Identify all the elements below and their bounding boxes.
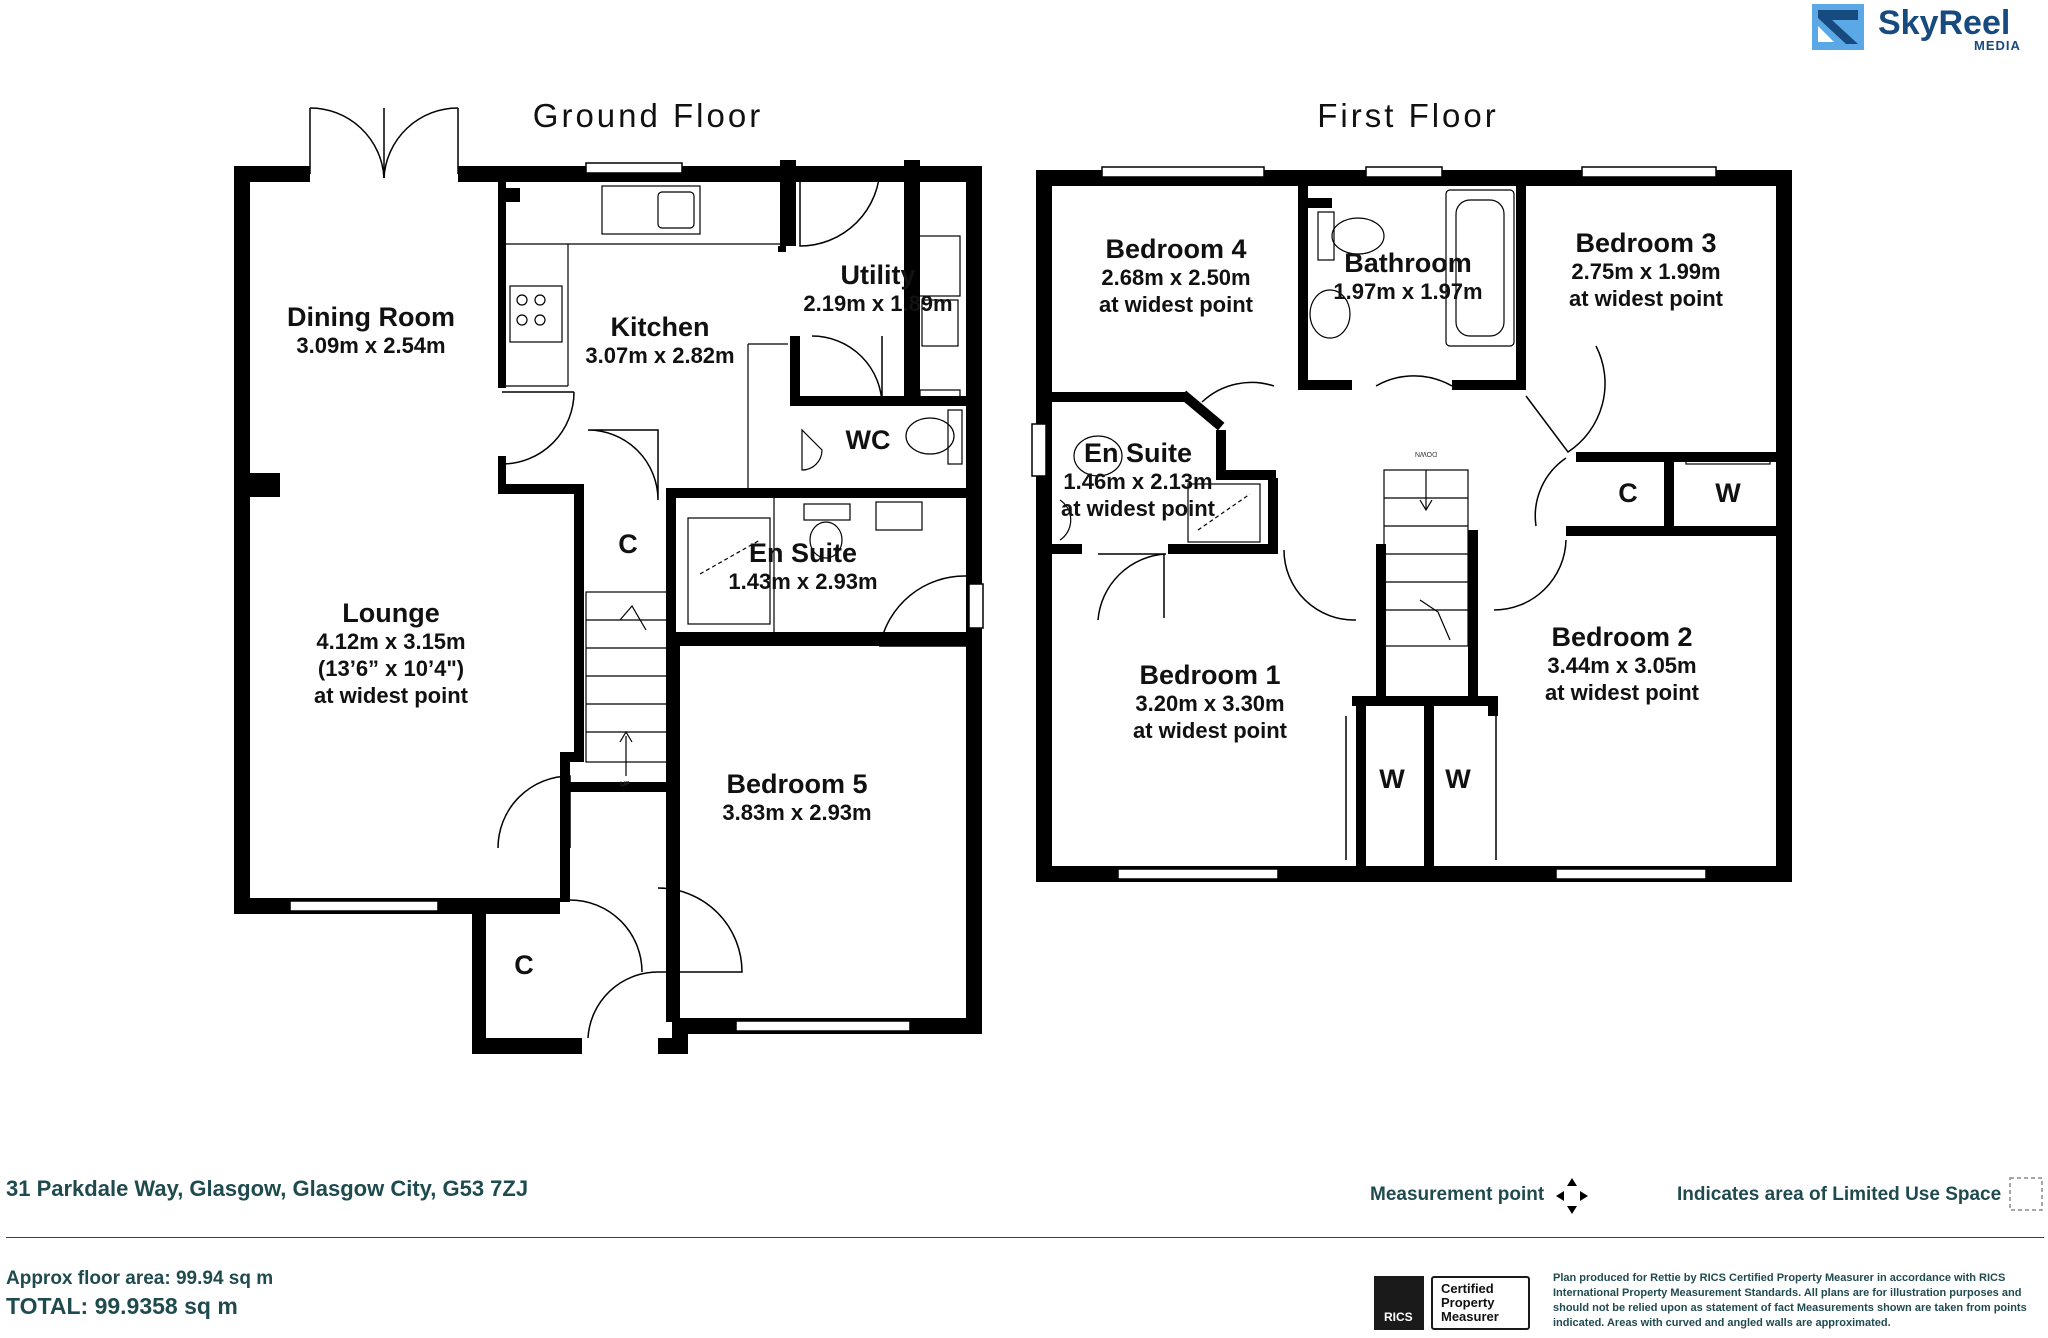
footer-divider (6, 1237, 2044, 1238)
ensuite-first-fittings (1059, 435, 1261, 543)
room-name: En Suite (749, 538, 857, 568)
first-floor: First Floor (1031, 97, 1792, 882)
room-dimension: 3.44m x 3.05m (1547, 653, 1696, 678)
room-dimension: 1.43m x 2.93m (728, 569, 877, 594)
room-name: W (1379, 764, 1405, 794)
ensuite-ground-fittings (687, 498, 923, 632)
brand-name: SkyReel (1878, 4, 2011, 42)
total-floor-area: TOTAL: 99.9358 sq m (6, 1293, 238, 1319)
room-name: Utility (840, 260, 915, 290)
rics-line-3: Measurer (1441, 1309, 1499, 1324)
limited-use-swatch (2009, 1177, 2043, 1211)
room-label-wardrobe-1: W (1379, 764, 1405, 794)
bathroom-fittings (1309, 189, 1515, 347)
room-label-cupboard-landing: C (1618, 478, 1638, 508)
measurement-point-icon (1556, 1178, 1588, 1214)
room-dimension: 2.19m x 1.89m (803, 291, 952, 316)
rics-badge: RICS Certified Property Measurer (1374, 1276, 1532, 1330)
room-name: Bedroom 3 (1575, 228, 1716, 258)
french-doors (309, 107, 459, 179)
limited-use-legend: Indicates area of Limited Use Space (1677, 1184, 2002, 1205)
room-dimension: (13’6” x 10’4") (318, 656, 464, 681)
room-name: C (618, 529, 638, 559)
room-label-wardrobe-2: W (1445, 764, 1471, 794)
room-name: WC (846, 425, 891, 455)
certified-property-measurer-box: Certified Property Measurer (1431, 1276, 1530, 1330)
room-dimension: at widest point (314, 683, 469, 708)
approx-floor-area: Approx floor area: 99.94 sq m (6, 1268, 274, 1289)
room-name: C (1618, 478, 1638, 508)
disclaimer-text: Plan produced for Rettie by RICS Certifi… (1553, 1272, 2027, 1329)
stairs-up-label: UP (620, 781, 630, 788)
ground-floor: Ground Floor (234, 97, 984, 1054)
room-label-cupboard-hall: C (618, 529, 638, 559)
room-name: Bedroom 2 (1551, 622, 1692, 652)
room-name: Bedroom 4 (1105, 234, 1246, 264)
brand-subtitle: MEDIA (1974, 38, 2021, 53)
room-dimension: at widest point (1061, 496, 1216, 521)
kitchen-fittings (506, 185, 963, 490)
ground-floor-title: Ground Floor (533, 97, 763, 134)
room-dimension: 3.20m x 3.30m (1135, 691, 1284, 716)
ground-floor-stairs: UP (585, 591, 669, 788)
room-name: W (1715, 478, 1741, 508)
room-label-wc: WC (846, 425, 891, 455)
first-floor-windows (1031, 166, 1717, 880)
wardrobe-doors (1685, 457, 1771, 465)
room-dimension: at widest point (1545, 680, 1700, 705)
property-address: 31 Parkdale Way, Glasgow, Glasgow City, … (6, 1176, 529, 1201)
ground-floor-doors (497, 165, 967, 1039)
room-dimension: 4.12m x 3.15m (316, 629, 465, 654)
room-dimension: 3.83m x 2.93m (722, 800, 871, 825)
skyreel-logo-icon (1812, 4, 1864, 50)
room-dimension: 3.09m x 2.54m (296, 333, 445, 358)
first-floor-walls (1036, 170, 1792, 882)
room-label-wardrobe-bed3: W (1715, 478, 1741, 508)
stairs-down-label: DOWN (1415, 450, 1437, 457)
room-dimension: 1.97m x 1.97m (1333, 279, 1482, 304)
ground-floor-windows (289, 162, 984, 1032)
room-dimension: at widest point (1569, 286, 1724, 311)
first-floor-doors (1097, 345, 1606, 860)
room-dimension: 2.68m x 2.50m (1101, 265, 1250, 290)
room-name: En Suite (1084, 438, 1192, 468)
room-dimension: 2.75m x 1.99m (1571, 259, 1720, 284)
room-name: Kitchen (610, 312, 709, 342)
room-name: Dining Room (287, 302, 455, 332)
room-name: Bathroom (1344, 248, 1472, 278)
room-label-cupboard-porch: C (514, 950, 534, 980)
rics-line-2: Property (1441, 1295, 1495, 1310)
rics-line-1: Certified (1441, 1281, 1494, 1296)
room-name: Lounge (342, 598, 439, 628)
room-dimension: at widest point (1099, 292, 1254, 317)
room-name: Bedroom 5 (726, 769, 867, 799)
brand-logo: SkyReel MEDIA (1810, 2, 2042, 54)
room-dimension: at widest point (1133, 718, 1288, 743)
first-floor-stairs: DOWN (1383, 450, 1469, 647)
room-name: W (1445, 764, 1471, 794)
room-dimension: 1.46m x 2.13m (1063, 469, 1212, 494)
first-floor-title: First Floor (1317, 97, 1499, 134)
room-name: Bedroom 1 (1139, 660, 1280, 690)
room-dimension: 3.07m x 2.82m (585, 343, 734, 368)
room-name: C (514, 950, 534, 980)
measurement-point-legend: Measurement point (1370, 1184, 1545, 1205)
rics-logo: RICS (1374, 1276, 1424, 1330)
